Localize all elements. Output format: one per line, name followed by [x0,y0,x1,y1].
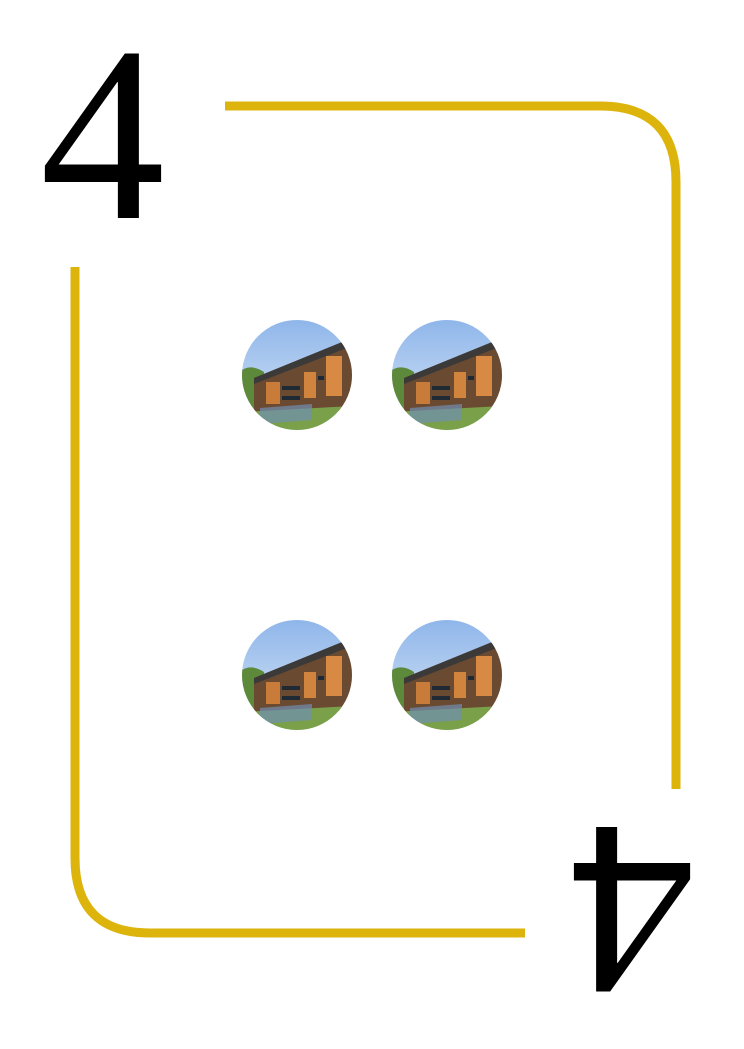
rank-bottom: 4 [570,772,695,1049]
pip-building-photo [242,620,352,730]
rank-top: 4 [40,0,165,273]
pip-building-photo [242,320,352,430]
border-bottom-left [70,267,525,938]
pip-building-photo [392,320,502,430]
border-top-right [225,101,681,789]
pip-building-photo [392,620,502,730]
